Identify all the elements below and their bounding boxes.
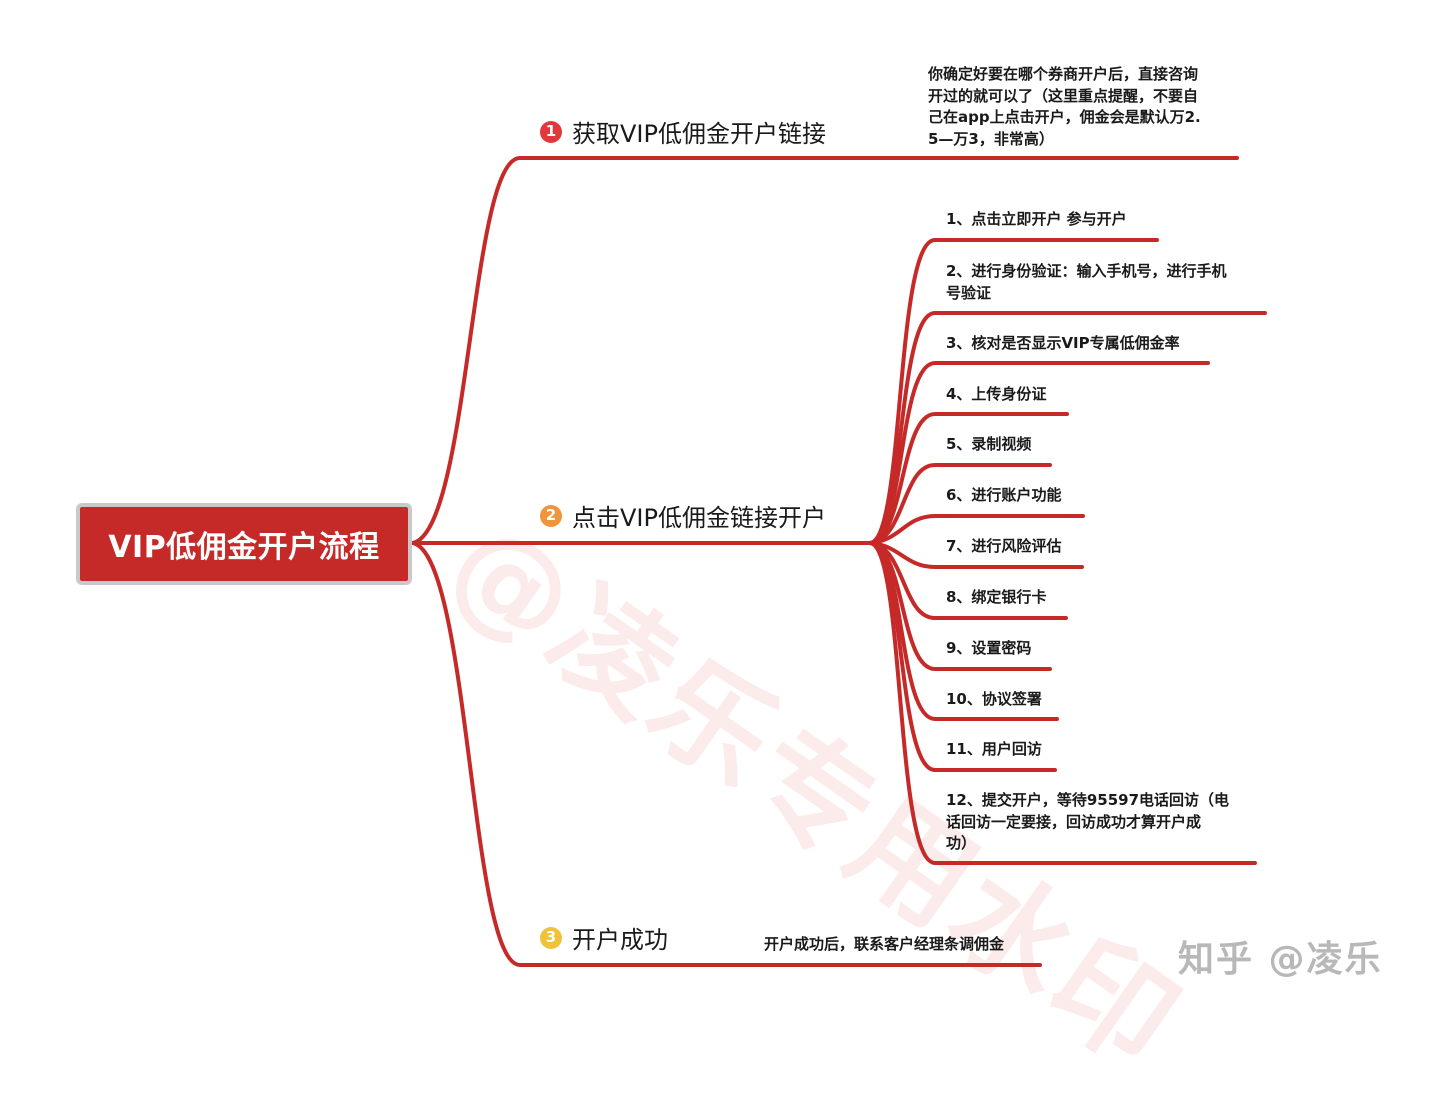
step-text: 12、提交开户，等待95597电话回访（电 [946, 791, 1230, 809]
step-text: 10、协议签署 [946, 690, 1042, 708]
step-text: 2、进行身份验证：输入手机号，进行手机 [946, 262, 1227, 280]
step-5[interactable]: 5、录制视频 [946, 434, 1031, 456]
step-1[interactable]: 1、点击立即开户 参与开户 [946, 209, 1127, 231]
step-text: 8、绑定银行卡 [946, 588, 1047, 606]
step-11[interactable]: 11、用户回访 [946, 739, 1042, 761]
branch-1-label: 获取VIP低佣金开户链接 [572, 120, 826, 148]
step-10[interactable]: 10、协议签署 [946, 689, 1042, 711]
step-text: 6、进行账户功能 [946, 486, 1062, 504]
branch-3-note[interactable]: 开户成功后，联系客户经理条调佣金 [764, 934, 1004, 956]
step-text: 4、上传身份证 [946, 385, 1047, 403]
number-2-badge-icon: 2 [540, 504, 562, 527]
note-line: 开户成功后，联系客户经理条调佣金 [764, 935, 1005, 953]
number-1-badge-icon: 1 [540, 120, 562, 143]
step-text: 话回访一定要接，回访成功才算开户成 [946, 812, 1202, 831]
step-text: 9、设置密码 [946, 639, 1032, 657]
connector-branch-3 [411, 541, 1042, 967]
branch-1-note[interactable]: 你确定好要在哪个券商开户后，直接咨询 开过的就可以了（这里重点提醒，不要自 己在… [928, 64, 1238, 150]
step-text: 1、点击立即开户 参与开户 [946, 210, 1127, 228]
step-12[interactable]: 12、提交开户，等待95597电话回访（电 话回访一定要接，回访成功才算开户成 … [946, 790, 1256, 855]
connector-branch-1 [411, 156, 1239, 545]
step-8[interactable]: 8、绑定银行卡 [946, 587, 1046, 609]
step-4[interactable]: 4、上传身份证 [946, 384, 1046, 406]
step-3[interactable]: 3、核对是否显示VIP专属低佣金率 [946, 333, 1180, 355]
branch-3-node[interactable]: 3 开户成功 [540, 920, 668, 955]
step-6[interactable]: 6、进行账户功能 [946, 485, 1061, 507]
note-line: 己在app上点击开户，佣金会是默认万2. [928, 108, 1201, 126]
mindmap-connectors [411, 156, 1267, 967]
step-text: 功） [946, 834, 977, 852]
step-text: 7、进行风险评估 [946, 537, 1062, 555]
step-2[interactable]: 2、进行身份验证：输入手机号，进行手机 号验证 [946, 261, 1266, 304]
note-line: 开过的就可以了（这里重点提醒，不要自 [928, 86, 1199, 105]
step-text: 号验证 [946, 283, 992, 302]
note-line: 5—万3，非常高） [928, 129, 1054, 148]
brand-watermark: 知乎 @凌乐 [1178, 939, 1383, 980]
branch-3-label: 开户成功 [572, 926, 668, 954]
root-node[interactable]: VIP低佣金开户流程 [76, 503, 412, 585]
step-text: 5、录制视频 [946, 435, 1032, 453]
step-text: 3、核对是否显示VIP专属低佣金率 [946, 334, 1180, 352]
root-label: VIP低佣金开户流程 [108, 530, 380, 565]
mindmap-canvas: @凌乐专用水印 VIP低佣金开户流程 1 [76, 64, 1383, 1095]
step-text: 11、用户回访 [946, 740, 1042, 758]
branch-1-node[interactable]: 1 获取VIP低佣金开户链接 [540, 114, 826, 149]
branch-2-node[interactable]: 2 点击VIP低佣金链接开户 [540, 498, 826, 533]
step-9[interactable]: 9、设置密码 [946, 638, 1031, 660]
note-line: 你确定好要在哪个券商开户后，直接咨询 [928, 65, 1199, 83]
step-7[interactable]: 7、进行风险评估 [946, 536, 1061, 558]
number-3-badge-icon: 3 [540, 926, 562, 949]
branch-2-label: 点击VIP低佣金链接开户 [572, 504, 826, 532]
